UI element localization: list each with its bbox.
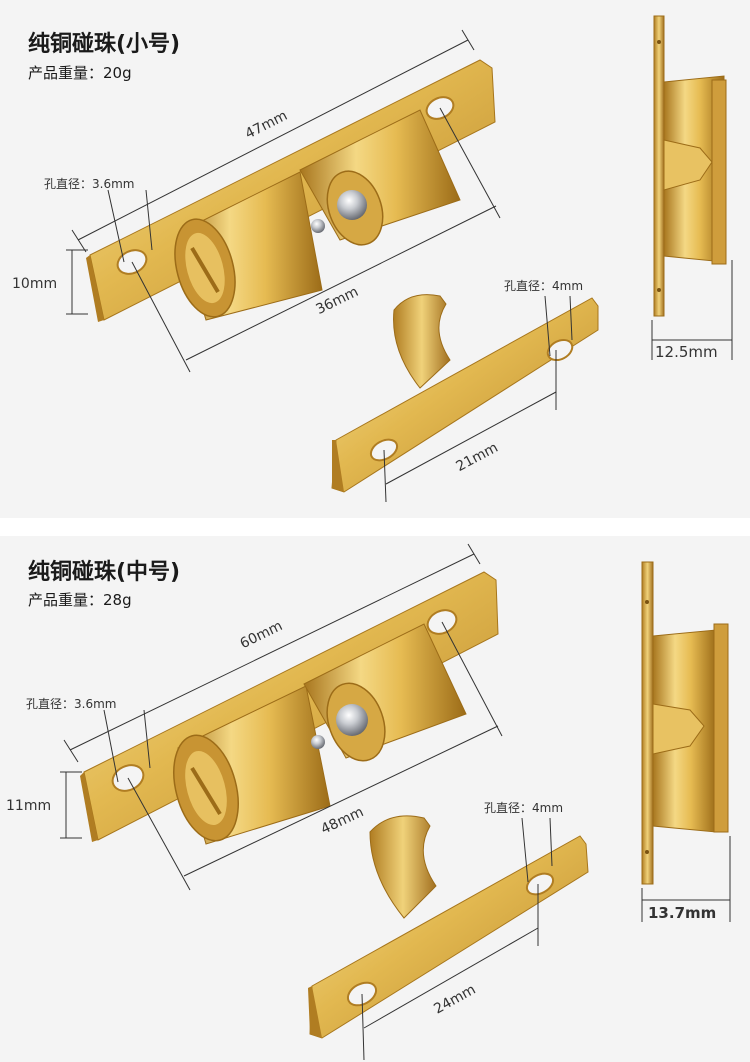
small-catch-body (86, 59, 496, 322)
medium-height-label: 11mm (6, 798, 51, 814)
small-title: 纯铜碰珠(小号) (28, 32, 181, 57)
small-length-label: 47mm (243, 108, 290, 143)
small-plate-hole-diameter-callout: 孔直径：4mm (504, 279, 583, 357)
small-strike-plate (331, 294, 599, 493)
medium-depth-label: 13.7mm (648, 904, 716, 922)
medium-plate-hole-diameter-callout: 孔直径：4mm (484, 801, 563, 883)
medium-weight-label: 产品重量：28g (28, 591, 132, 609)
medium-steel-ball-icon (336, 704, 368, 736)
small-steel-ball-icon (337, 190, 367, 220)
medium-length-label: 60mm (238, 618, 286, 652)
small-height-label: 10mm (12, 276, 57, 292)
small-plate-spacing-label: 21mm (453, 440, 500, 475)
small-size-panel: 纯铜碰珠(小号) 产品重量：20g 47mm (0, 0, 750, 518)
small-main-hole-diameter-label: 孔直径：3.6mm (44, 177, 134, 191)
medium-plate-hole-diameter-label: 孔直径：4mm (484, 801, 563, 815)
small-height-dimension: 10mm (12, 249, 88, 315)
medium-height-dimension: 11mm (6, 771, 82, 839)
small-weight-label: 产品重量：20g (28, 64, 132, 82)
medium-side-view: 13.7mm (641, 561, 731, 922)
medium-catch-body (80, 571, 499, 845)
medium-plate-spacing-label: 24mm (431, 982, 478, 1018)
medium-main-hole-diameter-label: 孔直径：3.6mm (26, 697, 116, 711)
small-main-hole-diameter-callout: 孔直径：3.6mm (44, 177, 153, 263)
medium-title: 纯铜碰珠(中号) (28, 560, 181, 585)
small-depth-label: 12.5mm (655, 343, 718, 361)
small-side-view: 12.5mm (651, 15, 733, 361)
medium-size-panel: 纯铜碰珠(中号) 产品重量：28g 60mm 48mm (0, 536, 750, 1062)
medium-main-hole-diameter-callout: 孔直径：3.6mm (26, 697, 151, 783)
medium-product-drawing: 60mm 48mm 11mm 孔直径：3.6mm (6, 543, 731, 1061)
medium-hole-spacing-label: 48mm (318, 804, 366, 838)
small-product-drawing: 47mm 36mm 10mm 孔直径：3.6mm (12, 15, 733, 503)
medium-strike-plate (308, 815, 589, 1039)
small-plate-hole-diameter-label: 孔直径：4mm (504, 279, 583, 293)
